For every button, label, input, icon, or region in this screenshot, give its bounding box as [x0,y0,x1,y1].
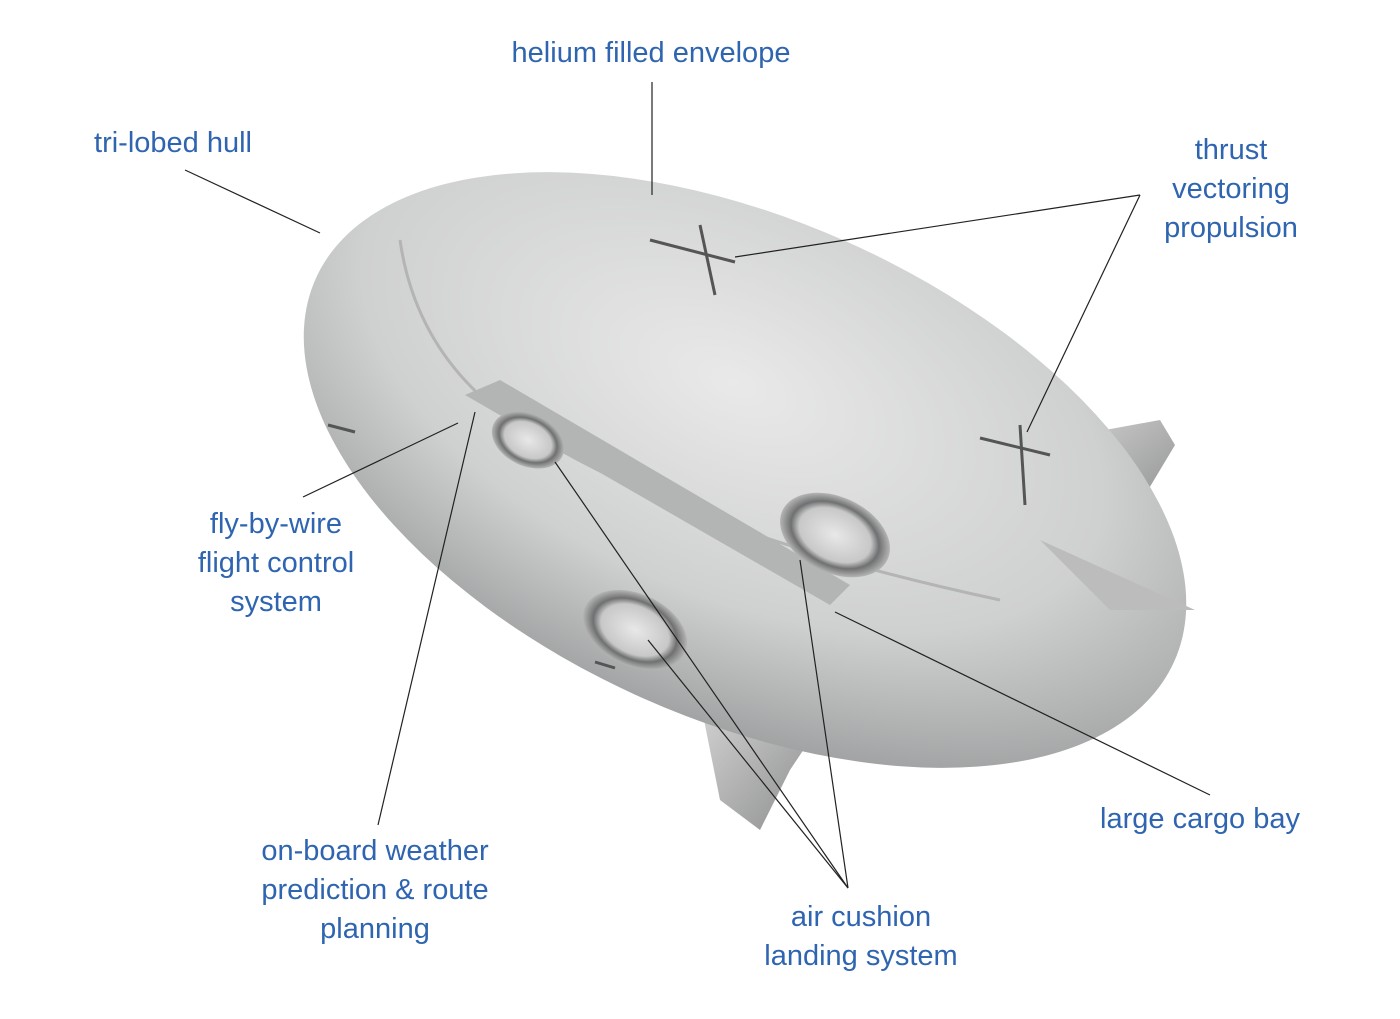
label-line: prediction & route [261,874,489,906]
landing-pad [780,492,890,578]
label-cargo-bay: large cargo bay [1100,800,1300,839]
label-weather-prediction: on-board weather prediction & route plan… [261,832,488,949]
label-line: on-board weather [261,835,489,867]
leader-lines [184,82,1211,889]
envelope [303,172,1187,768]
label-line: tri-lobed hull [94,127,252,159]
propulsor [327,224,1051,670]
landing-pad [582,589,688,671]
label-line: large cargo bay [1100,803,1300,835]
label-air-cushion: air cushion landing system [764,898,957,976]
label-line: propulsion [1164,212,1298,244]
label-line: system [230,586,322,618]
label-thrust-vectoring: thrust vectoring propulsion [1164,131,1298,248]
label-fly-by-wire: fly-by-wire flight control system [198,505,354,622]
label-line: helium filled envelope [511,37,791,69]
tail-cone [1040,540,1195,610]
cargo-bay [465,380,850,605]
label-line: thrust [1194,134,1268,166]
label-line: landing system [764,940,958,972]
label-line: flight control [197,547,355,579]
label-line: air cushion [790,901,932,933]
label-line: planning [320,913,430,945]
label-line: vectoring [1172,173,1290,205]
label-tri-lobed-hull: tri-lobed hull [94,124,252,163]
label-helium-envelope: helium filled envelope [512,34,791,73]
label-line: fly-by-wire [209,508,343,540]
landing-pad [491,411,565,469]
